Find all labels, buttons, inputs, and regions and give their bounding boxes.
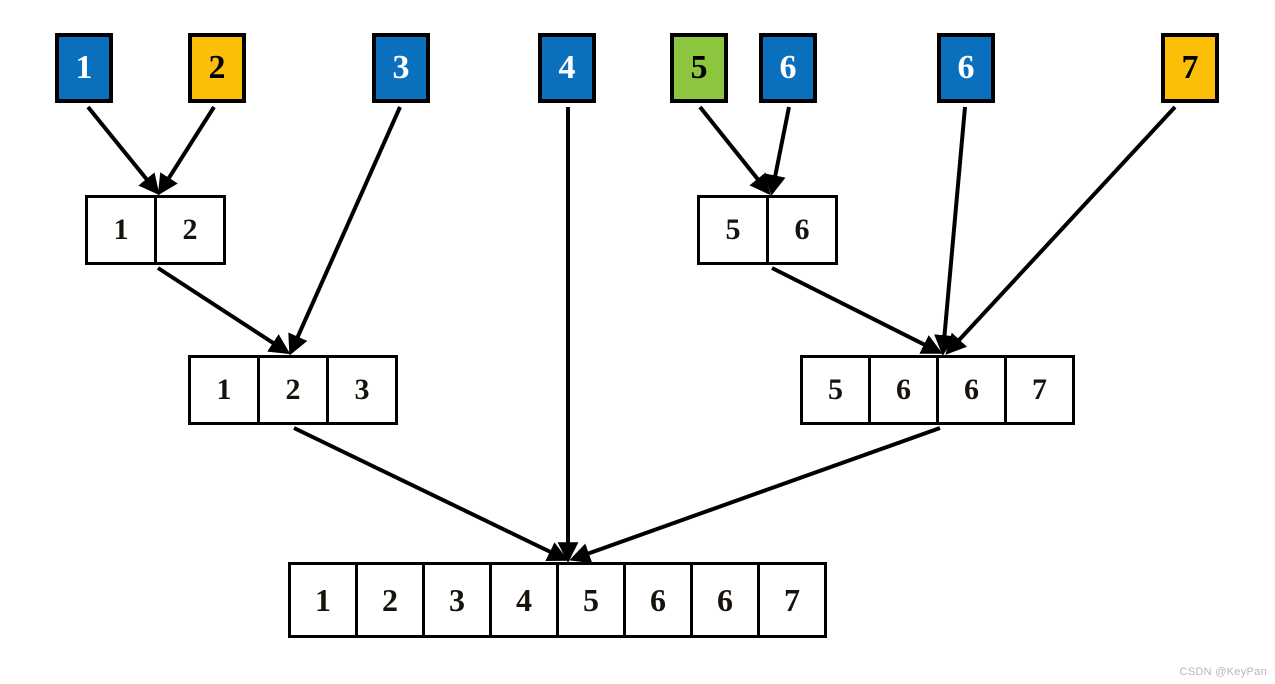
leaf-node-label: 1 — [75, 49, 93, 86]
arrow-group — [86, 105, 1177, 564]
array-cell[interactable]: 2 — [355, 562, 425, 638]
array-cell[interactable]: 3 — [326, 355, 398, 425]
arrow-leaf6b-to-right-quad — [934, 106, 967, 356]
arrow-leaf6a-to-right-pair — [765, 106, 791, 196]
leaf-node-label: 4 — [558, 49, 576, 86]
leaf-node-8[interactable]: 7 — [1161, 33, 1219, 103]
leaf-node-label: 5 — [690, 49, 708, 86]
array-cell[interactable]: 1 — [188, 355, 260, 425]
array-cell[interactable]: 1 — [288, 562, 358, 638]
array-cell[interactable]: 7 — [1004, 355, 1075, 425]
arrow-right-quad-to-result — [569, 426, 941, 564]
arrow-left-pair-to-left-triple — [156, 266, 291, 355]
array-cell[interactable]: 6 — [623, 562, 693, 638]
leaf-node-7[interactable]: 6 — [937, 33, 995, 103]
leaf-node-5[interactable]: 5 — [670, 33, 728, 103]
arrow-left-triple-to-result — [293, 426, 569, 562]
leaf-node-label: 7 — [1181, 49, 1199, 86]
leaf-node-label: 6 — [957, 49, 975, 86]
arrow-right-pair-to-right-quad — [771, 266, 943, 354]
leaf-node-1[interactable]: 1 — [55, 33, 113, 103]
array-cell[interactable]: 6 — [868, 355, 939, 425]
array-cell[interactable]: 6 — [936, 355, 1007, 425]
leaf-node-6[interactable]: 6 — [759, 33, 817, 103]
array-cell[interactable]: 2 — [257, 355, 329, 425]
array-cell[interactable]: 5 — [556, 562, 626, 638]
leaf-node-4[interactable]: 4 — [538, 33, 596, 103]
array-cell[interactable]: 5 — [697, 195, 769, 265]
arrow-leaf5-to-right-pair — [698, 105, 771, 196]
leaf-node-3[interactable]: 3 — [372, 33, 430, 103]
array-cell[interactable]: 5 — [800, 355, 871, 425]
leaf-node-label: 2 — [208, 49, 226, 86]
array-cell[interactable]: 6 — [766, 195, 838, 265]
array-cell[interactable]: 2 — [154, 195, 226, 265]
array-cell[interactable]: 7 — [757, 562, 827, 638]
watermark-text: CSDN @KeyPan — [1179, 666, 1267, 678]
arrow-leaf1-to-left-pair — [86, 105, 160, 196]
leaf-node-label: 6 — [779, 49, 797, 86]
array-cell[interactable]: 3 — [422, 562, 492, 638]
leaf-node-label: 3 — [392, 49, 410, 86]
leaf-node-2[interactable]: 2 — [188, 33, 246, 103]
arrow-leaf3-to-left-triple — [288, 106, 402, 356]
array-cell[interactable]: 6 — [690, 562, 760, 638]
array-cell[interactable]: 1 — [85, 195, 157, 265]
arrow-leaf7-to-right-quad — [945, 105, 1177, 355]
array-cell[interactable]: 4 — [489, 562, 559, 638]
arrow-leaf2-to-left-pair — [157, 105, 216, 196]
